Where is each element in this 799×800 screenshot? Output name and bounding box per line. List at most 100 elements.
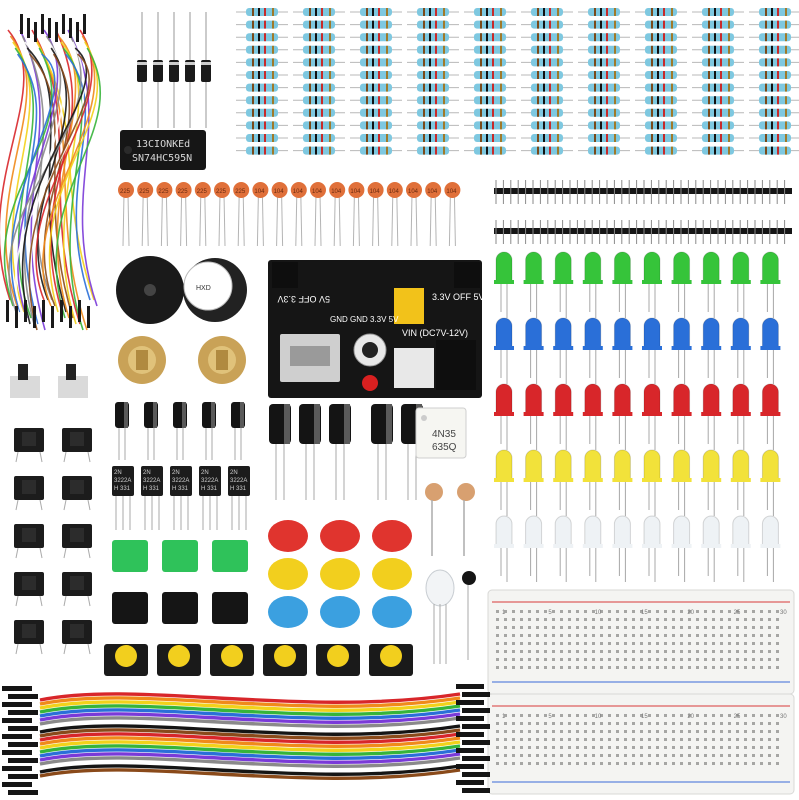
ribbon-wire <box>39 728 461 740</box>
resistor <box>635 8 687 16</box>
ribbon-connector-left <box>8 758 38 763</box>
ribbon-connector-right <box>462 692 490 697</box>
round-button-cap <box>372 520 412 552</box>
led <box>760 317 781 384</box>
ribbon-wire <box>39 768 461 780</box>
jumper-wire <box>64 53 91 301</box>
led <box>760 515 781 582</box>
resistor <box>293 83 345 92</box>
jumper-pin <box>51 306 54 328</box>
rainbow-jumper-ribbon <box>2 684 490 795</box>
resistor <box>692 45 744 54</box>
ribbon-wire <box>39 764 461 776</box>
resistor <box>464 108 516 117</box>
ribbon-connector-right <box>462 724 490 729</box>
jumper-pin <box>62 14 65 34</box>
small-electrolytic-capacitors <box>115 402 245 460</box>
ceramic-capacitor: 104 <box>329 182 346 247</box>
jumper-wire <box>67 29 98 307</box>
diode <box>201 12 211 128</box>
breadboard-column-number: 25 <box>734 610 741 616</box>
potentiometers <box>118 336 246 384</box>
ribbon-connector-right <box>456 748 484 753</box>
ribbon-connector-left <box>2 750 32 755</box>
led <box>642 317 662 384</box>
ribbon-wire <box>39 760 461 772</box>
resistor <box>236 134 288 142</box>
led <box>642 251 662 318</box>
pin-header-strips <box>494 180 792 244</box>
resistor <box>293 134 345 142</box>
resistor <box>749 83 799 92</box>
resistor <box>293 45 345 54</box>
ribbon-connector-right <box>456 700 484 705</box>
led <box>612 449 633 516</box>
resistor <box>749 146 799 155</box>
jumper-wire <box>36 41 95 301</box>
resistor <box>236 108 288 117</box>
round-button-cap <box>320 558 360 590</box>
diode <box>137 12 147 128</box>
ribbon-connector-right <box>456 716 484 721</box>
resistor <box>236 146 288 155</box>
resistor <box>635 121 687 130</box>
resistor <box>521 96 573 105</box>
ribbon-wire <box>39 732 461 744</box>
resistor <box>578 146 630 155</box>
resistor <box>407 71 459 79</box>
resistor <box>350 20 402 29</box>
ic-label-line2: SN74HC595N <box>132 153 192 164</box>
square-cap-black <box>212 592 248 624</box>
square-button-caps <box>112 540 248 624</box>
diode <box>185 12 195 128</box>
transistor-marking: 3222A <box>114 478 131 484</box>
capacitor-value: 104 <box>370 189 381 195</box>
resistor <box>521 20 573 29</box>
resistor <box>749 45 799 54</box>
slide-switches <box>10 364 88 398</box>
led <box>553 251 574 318</box>
tactile-switch <box>62 476 92 511</box>
round-button-cap <box>372 596 412 628</box>
transistor-marking: 3222A <box>143 478 160 484</box>
breadboard-column-number: 10 <box>595 610 602 616</box>
resistor <box>464 134 516 142</box>
resistor <box>578 33 630 42</box>
ceramic-capacitor: 104 <box>348 182 365 247</box>
ribbon-wire <box>39 708 461 720</box>
led <box>730 383 751 450</box>
capacitor-value: 225 <box>120 189 131 195</box>
ribbon-connector-left <box>2 702 32 707</box>
ribbon-connector-right <box>456 684 484 689</box>
resistor <box>407 33 459 42</box>
breadboard-column-number: 5 <box>548 714 552 720</box>
resistor <box>692 134 744 142</box>
jumper-pin <box>33 306 36 328</box>
breadboard-column-number: 20 <box>687 610 694 616</box>
resistor <box>464 146 516 155</box>
transistor-marking: 2N <box>230 470 238 476</box>
jumper-wire <box>48 41 99 313</box>
ribbon-wire <box>39 704 461 716</box>
tactile-button-large <box>369 644 413 676</box>
ribbon-connector-left <box>2 718 32 723</box>
electrolytic-capacitor <box>115 402 129 460</box>
resistor <box>635 108 687 117</box>
jumper-wire <box>10 53 56 313</box>
round-button-cap <box>372 558 412 590</box>
breadboard-column-number: 30 <box>780 610 787 616</box>
tactile-switch <box>14 476 44 511</box>
transistor-marking: H 331 <box>143 486 160 492</box>
opto-label-line1: 4N35 <box>432 429 456 440</box>
capacitor-value: 225 <box>235 189 246 195</box>
resistor <box>692 71 744 79</box>
capacitor-value: 225 <box>197 189 208 195</box>
breadboard-holes <box>496 610 779 669</box>
tactile-switch <box>62 620 92 655</box>
breadboard-column-number: 25 <box>734 714 741 720</box>
tactile-button-large <box>316 644 360 676</box>
resistor <box>635 33 687 42</box>
ribbon-connector-left <box>8 790 38 795</box>
led <box>494 317 514 384</box>
ceramic-capacitor: 104 <box>271 182 288 247</box>
